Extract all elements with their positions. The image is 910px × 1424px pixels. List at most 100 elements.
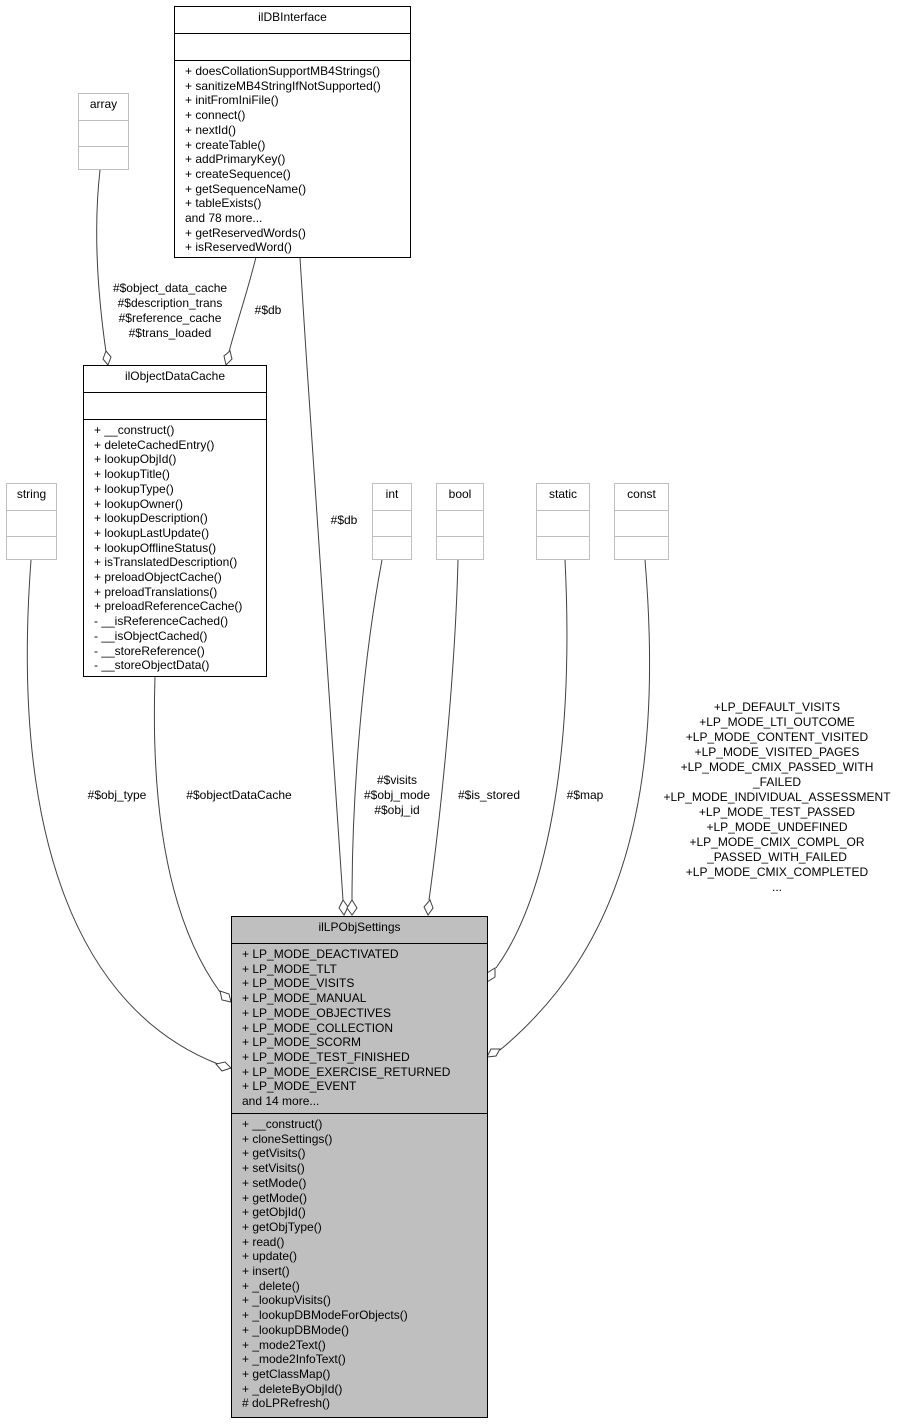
aggregation-diamond (423, 899, 434, 916)
method: + insert() (242, 1264, 290, 1279)
method: + addPrimaryKey() (185, 152, 286, 167)
method: + __construct() (242, 1117, 323, 1131)
methods-section (537, 536, 589, 560)
method: # doLPRefresh() (242, 1396, 331, 1411)
edge-cache-settings (153, 676, 221, 993)
method: + setVisits() (242, 1161, 305, 1176)
class-name: int (385, 487, 399, 501)
method: + getMode() (242, 1190, 308, 1205)
edge-label-string-settings: #$obj_type (87, 788, 147, 802)
edge-label-static-settings: #$map (566, 788, 604, 802)
edge-bool-settings (428, 559, 459, 901)
class-name: ilLPObjSettings (318, 920, 401, 934)
method: + lookupOwner() (94, 496, 184, 511)
edge-array-cache (96, 169, 107, 353)
method: + preloadReferenceCache() (94, 599, 243, 614)
class-array[interactable]: array (78, 93, 129, 170)
class-int[interactable]: int (372, 483, 412, 560)
method: + lookupType() (94, 481, 174, 496)
aggregation-diamond (486, 1048, 501, 1058)
attributes-section (437, 510, 483, 536)
method: + isTranslatedDescription() (94, 555, 238, 570)
method: - __isObjectCached() (94, 628, 208, 643)
methods-section: + __construct() + cloneSettings() + getV… (232, 1113, 487, 1411)
method: - __isReferenceCached() (94, 614, 229, 629)
methods-section (7, 536, 56, 560)
edge-label-const-settings: +LP_DEFAULT_VISITS +LP_MODE_LTI_OUTCOME … (663, 700, 891, 894)
class-name: ilDBInterface (258, 10, 327, 24)
attribute: + LP_MODE_OBJECTIVES (242, 1005, 392, 1020)
method: + _lookupDBModeForObjects() (242, 1308, 408, 1323)
method-more: and 78 more... (185, 211, 263, 226)
class-static[interactable]: static (536, 483, 590, 560)
method: + getReservedWords() (185, 225, 306, 240)
edge-static-settings (495, 559, 568, 969)
class-name: bool (448, 487, 472, 501)
method: + getObjId() (242, 1205, 306, 1220)
method: + lookupDescription() (94, 511, 208, 526)
attribute: + LP_MODE_SCORM (242, 1035, 362, 1050)
class-illpobjsettings[interactable]: ilLPObjSettings + LP_MODE_DEACTIVATED + … (231, 916, 488, 1418)
edge-db-cache (228, 256, 257, 353)
attribute: + LP_MODE_DEACTIVATED (242, 947, 399, 961)
aggregation-diamond (338, 899, 349, 916)
edge-label-db-settings: #$db (330, 513, 358, 527)
method: + read() (242, 1234, 285, 1249)
method: + doesCollationSupportMB4Strings() (185, 64, 381, 78)
attributes-section (84, 392, 266, 419)
method: + __construct() (94, 423, 175, 437)
attributes-section (79, 120, 128, 146)
method: + preloadObjectCache() (94, 570, 222, 585)
methods-section: + doesCollationSupportMB4Strings() + san… (175, 60, 410, 255)
attributes-section: + LP_MODE_DEACTIVATED + LP_MODE_TLT + LP… (232, 943, 487, 1113)
class-const[interactable]: const (614, 483, 669, 560)
class-string[interactable]: string (6, 483, 57, 560)
edge-label-db-cache: #$db (254, 303, 282, 317)
attributes-section (615, 510, 668, 536)
method: + _mode2Text() (242, 1337, 326, 1352)
method: + lookupOfflineStatus() (94, 540, 217, 555)
methods-section (615, 536, 668, 560)
class-bool[interactable]: bool (436, 483, 484, 560)
edge-label-int-settings: #$visits #$obj_mode #$obj_id (363, 773, 431, 817)
class-name: ilObjectDataCache (124, 369, 226, 383)
aggregation-diamond (219, 990, 232, 1003)
attributes-section (373, 510, 411, 536)
class-name: const (627, 487, 656, 501)
method: - __storeObjectData() (94, 658, 210, 673)
edge-const-settings (499, 559, 651, 1051)
method: + preloadTranslations() (94, 584, 218, 599)
method: + getObjType() (242, 1219, 322, 1234)
attribute: + LP_MODE_TEST_FINISHED (242, 1049, 410, 1064)
method: + _lookupDBMode() (242, 1322, 350, 1337)
edge-db-settings (299, 257, 344, 901)
edge-int-settings (351, 559, 383, 901)
method: + _deleteByObjId() (242, 1381, 343, 1396)
class-name: array (89, 97, 118, 111)
method: + isReservedWord() (185, 240, 292, 255)
method: + setMode() (242, 1175, 307, 1190)
class-name: static (548, 487, 577, 501)
edge-label-array-cache: #$object_data_cache #$description_trans … (112, 281, 228, 340)
methods-section: + __construct() + deleteCachedEntry() + … (84, 419, 266, 673)
method: + getSequenceName() (185, 181, 307, 196)
aggregation-diamond (346, 899, 358, 916)
methods-section (79, 146, 128, 170)
class-ildbinterface[interactable]: ilDBInterface + doesCollationSupportMB4S… (174, 6, 411, 258)
class-name: string (16, 487, 47, 501)
method: - __storeReference() (94, 643, 205, 658)
aggregation-diamond (223, 350, 233, 366)
aggregation-diamond (215, 1061, 232, 1072)
method: + _delete() (242, 1278, 300, 1293)
attribute: + LP_MODE_EXERCISE_RETURNED (242, 1064, 451, 1079)
method: + getVisits() (242, 1146, 306, 1161)
method: + lookupLastUpdate() (94, 525, 210, 540)
method: + lookupTitle() (94, 467, 170, 482)
method: + _lookupVisits() (242, 1293, 331, 1308)
edge-string-settings (26, 559, 219, 1065)
attribute: + LP_MODE_VISITS (242, 976, 355, 991)
method: + update() (242, 1249, 298, 1264)
attribute: + LP_MODE_COLLECTION (242, 1020, 394, 1035)
class-ilobjectdatacache[interactable]: ilObjectDataCache + __construct() + dele… (83, 365, 267, 677)
